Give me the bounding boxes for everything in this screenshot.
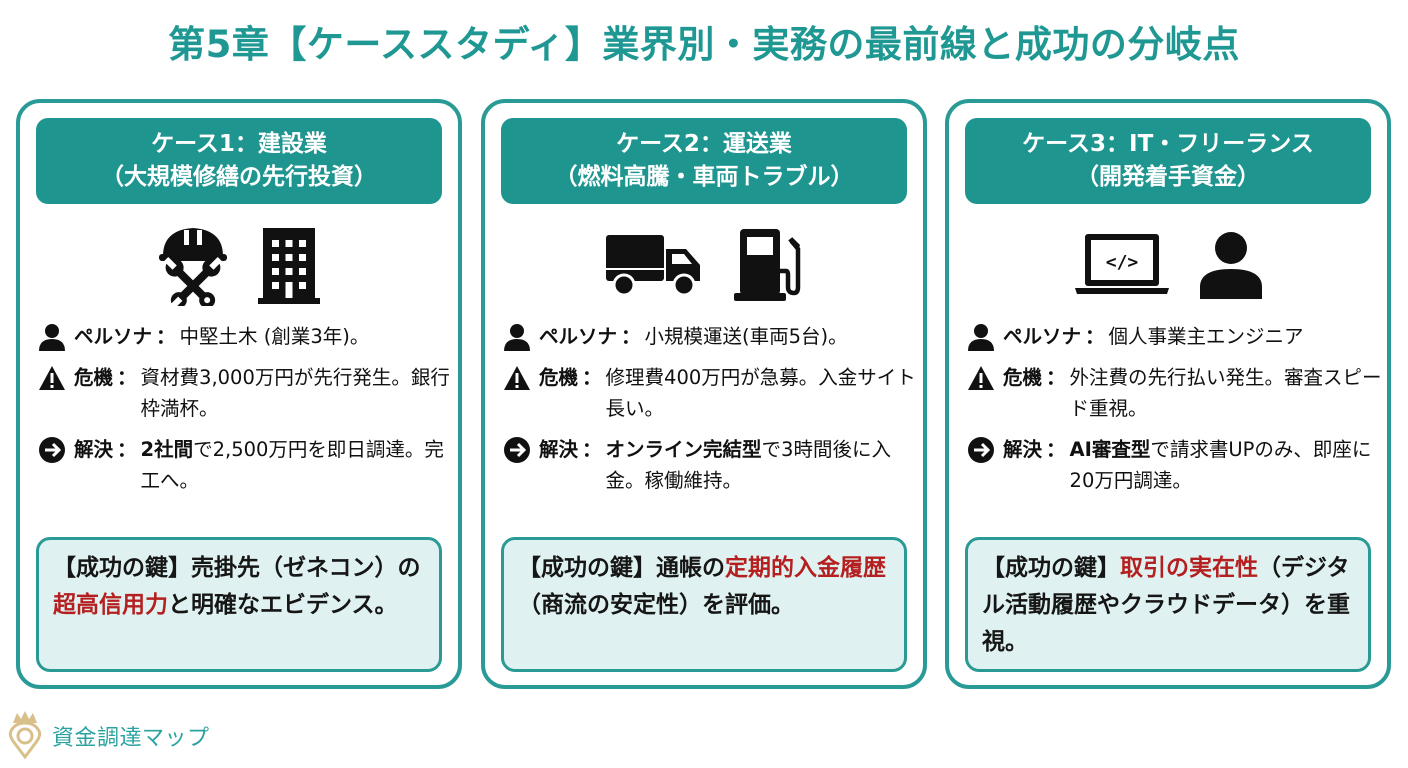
warning-icon [38,362,74,393]
hardhat-wrench-icon [157,224,229,306]
case-subtitle: （燃料高騰・車両トラブル） [554,164,854,190]
person-icon [503,321,539,352]
crisis-text: 修理費400万円が急募。入金サイト長い。 [605,366,916,420]
persona-row: ペルソナ ： 中堅土木 (創業3年)。 [38,321,458,352]
case-header: ケース1：建設業 （大規模修繕の先行投資） [36,118,442,204]
arrow-right-circle-icon [38,434,74,465]
crisis-row: 危機 ： 修理費400万円が急募。入金サイト長い。 [503,362,923,424]
crisis-row: 危機 ： 資材費3,000万円が先行発生。銀行枠満杯。 [38,362,458,424]
case-card-it-freelance: ケース3：IT・フリーランス （開発着手資金） </> ペルソナ ： 個人 [945,99,1391,689]
success-key-box: 【成功の鍵】通帳の定期的入金履歴（商流の安定性）を評価。 [501,537,907,672]
truck-icon [604,233,704,297]
laptop-code-icon: </> [1073,232,1171,298]
success-key-box: 【成功の鍵】取引の実在性（デジタル活動履歴やクラウドデータ）を重視。 [965,537,1371,672]
case-header: ケース2：運送業 （燃料高騰・車両トラブル） [501,118,907,204]
arrow-right-circle-icon [967,434,1003,465]
case-header: ケース3：IT・フリーランス （開発着手資金） [965,118,1371,204]
case-subtitle: （大規模修繕の先行投資） [101,164,377,190]
page-title: 第5章【ケーススタディ】業界別・実務の最前線と成功の分岐点 [168,23,1240,66]
persona-row: ペルソナ ： 個人事業主エンジニア [967,321,1387,352]
solution-row: 解決 ： オンライン完結型で3時間後に入金。稼働維持。 [503,434,923,496]
solution-text: 2社間で2,500万円を即日調達。完工へ。 [140,438,444,492]
solution-row: 解決 ： AI審査型で請求書UPのみ、即座に20万円調達。 [967,434,1387,496]
persona-text: 小規模運送(車両5台)。 [644,325,848,348]
crisis-row: 危機 ： 外注費の先行払い発生。審査スピード重視。 [967,362,1387,424]
case-card-construction: ケース1：建設業 （大規模修繕の先行投資） [16,99,462,689]
case-icons [20,219,458,311]
case-icons [485,219,923,311]
fuel-pump-icon [732,227,804,303]
warning-icon [967,362,1003,393]
case-title: ケース3：IT・フリーランス [1022,131,1314,157]
solution-text: AI審査型で請求書UPのみ、即座に20万円調達。 [1069,438,1372,492]
case-icons: </> [949,219,1387,311]
brand-name: 資金調達マップ [52,726,210,751]
person-icon [967,321,1003,352]
persona-row: ペルソナ ： 小規模運送(車両5台)。 [503,321,923,352]
persona-text: 中堅土木 (創業3年)。 [179,325,370,348]
warning-icon [503,362,539,393]
crisis-text: 外注費の先行払い発生。審査スピード重視。 [1069,366,1382,420]
case-title: ケース1：建設業 [151,131,327,157]
success-key-box: 【成功の鍵】売掛先（ゼネコン）の超高信用力と明確なエビデンス。 [36,537,442,672]
key-highlight: 超高信用力 [53,592,168,618]
svg-text:</>: </> [1106,252,1139,273]
key-highlight: 定期的入金履歴 [725,555,886,581]
person-icon [1199,231,1263,299]
case-card-transport: ケース2：運送業 （燃料高騰・車両トラブル） [481,99,927,689]
arrow-right-circle-icon [503,434,539,465]
persona-text: 個人事業主エンジニア [1108,325,1304,348]
key-highlight: 取引の実在性 [1120,555,1258,581]
crisis-text: 資材費3,000万円が先行発生。銀行枠満杯。 [140,366,450,420]
crown-pin-icon [8,709,42,763]
case-subtitle: （開発着手資金） [1076,164,1260,190]
person-icon [38,321,74,352]
footer-brand: 資金調達マップ [8,710,210,762]
building-icon [257,224,321,306]
solution-row: 解決 ： 2社間で2,500万円を即日調達。完工へ。 [38,434,458,496]
case-title: ケース2：運送業 [616,131,792,157]
solution-text: オンライン完結型で3時間後に入金。稼働維持。 [605,438,891,492]
